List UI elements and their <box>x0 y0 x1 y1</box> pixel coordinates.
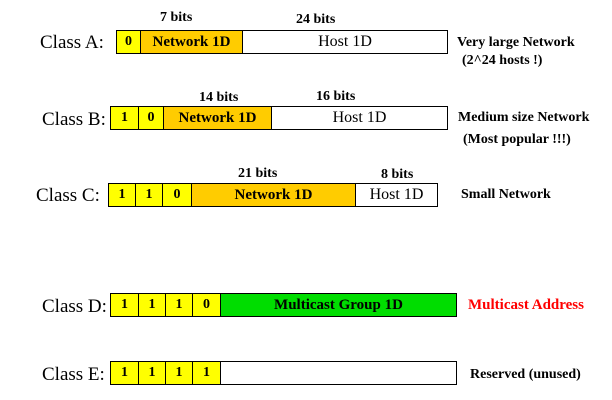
class-b-bit-1: 0 <box>139 107 164 129</box>
class-e-address-bar: 1 1 1 1 <box>110 361 457 385</box>
class-e-bit-3: 1 <box>193 362 221 384</box>
class-c-network-bits: 21 bits <box>238 166 278 181</box>
class-e-label: Class E: <box>42 364 105 385</box>
class-b-label: Class B: <box>42 109 106 130</box>
class-e-bit-0: 1 <box>111 362 139 384</box>
class-d-bit-1: 1 <box>139 294 166 316</box>
class-c-network-id: Network 1D <box>192 184 356 206</box>
class-c-bit-1: 1 <box>136 184 163 206</box>
class-c-description: Small Network <box>461 187 551 202</box>
class-c-bit-2: 0 <box>163 184 192 206</box>
class-b-bit-0: 1 <box>111 107 139 129</box>
class-d-multicast-group-id: Multicast Group 1D <box>221 294 456 316</box>
class-d-bit-2: 1 <box>166 294 193 316</box>
class-a-label: Class A: <box>40 32 104 53</box>
class-b-host-bits: 16 bits <box>316 89 356 104</box>
class-a-host-id: Host 1D <box>243 31 447 53</box>
class-e-bit-2: 1 <box>166 362 193 384</box>
class-a-network-id: Network 1D <box>141 31 243 53</box>
class-b-network-bits: 14 bits <box>199 90 239 105</box>
class-d-bit-0: 1 <box>111 294 139 316</box>
class-c-label: Class C: <box>36 185 100 206</box>
class-a-address-bar: 0 Network 1D Host 1D <box>116 30 448 54</box>
class-e-unused-field <box>221 362 456 384</box>
class-c-host-bits: 8 bits <box>381 167 414 182</box>
class-d-description: Multicast Address <box>468 297 584 313</box>
class-e-description: Reserved (unused) <box>470 367 581 382</box>
class-a-description: Very large Network <box>457 35 575 50</box>
class-b-network-id: Network 1D <box>164 107 272 129</box>
class-d-label: Class D: <box>42 296 107 317</box>
class-b-address-bar: 1 0 Network 1D Host 1D <box>110 106 448 130</box>
class-b-note: (Most popular !!!) <box>463 132 571 147</box>
class-e-bit-1: 1 <box>139 362 166 384</box>
class-b-description: Medium size Network <box>458 110 590 125</box>
class-a-note: (2^24 hosts !) <box>462 53 543 68</box>
class-c-bit-0: 1 <box>109 184 136 206</box>
class-c-host-id: Host 1D <box>356 184 437 206</box>
class-d-bit-3: 0 <box>193 294 221 316</box>
class-a-network-bits: 7 bits <box>160 10 193 25</box>
class-a-host-bits: 24 bits <box>296 12 336 27</box>
class-a-bit-0: 0 <box>117 31 141 53</box>
class-d-address-bar: 1 1 1 0 Multicast Group 1D <box>110 293 457 317</box>
class-b-host-id: Host 1D <box>272 107 447 129</box>
class-c-address-bar: 1 1 0 Network 1D Host 1D <box>108 183 438 207</box>
